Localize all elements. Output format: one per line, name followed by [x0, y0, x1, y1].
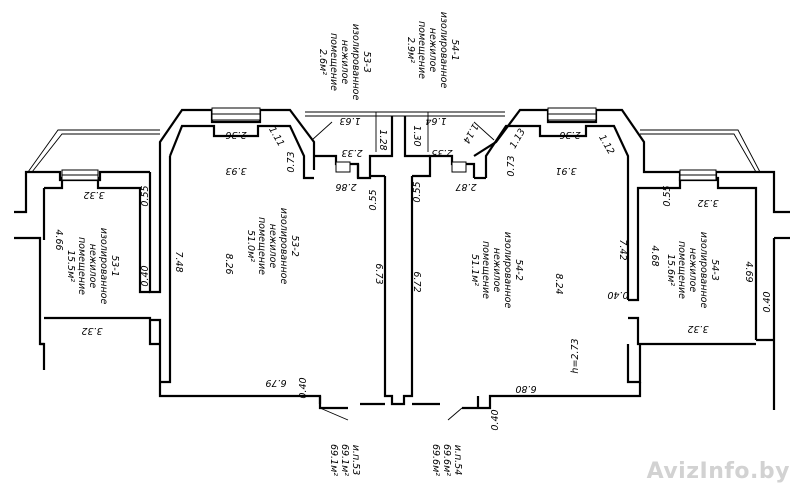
dim-0-40-a: 0.40	[140, 265, 151, 286]
ip53-area-1: 69.1м²	[339, 444, 350, 476]
dim-3-32-c: 3.32	[81, 325, 102, 336]
windows	[61, 107, 717, 181]
dim-ceiling-height: h=2.73	[570, 338, 581, 373]
dim-0-40-e: 0.40	[490, 409, 501, 430]
dim-4-66: 4.66	[53, 229, 64, 250]
room-54-3-kind: нежилое	[687, 248, 698, 293]
room-54-3-space: помещение	[676, 241, 687, 299]
room-54-3-type: изолированное	[698, 232, 709, 309]
room-54-1-space: помещение	[416, 21, 427, 79]
room-label-53-3: 53-3 изолированное нежилое помещение 2.6…	[317, 24, 372, 101]
dim-4-68: 4.68	[649, 245, 660, 266]
dim-2-36-right: 2.36	[559, 129, 580, 140]
room-label-54-1: 54-1 изолированное нежилое помещение 2.9…	[405, 12, 460, 89]
ip53-title: и.п.53	[350, 445, 361, 476]
room-53-1-type: изолированное	[98, 228, 109, 305]
dim-0-73-right: 0.73	[506, 155, 517, 176]
room-53-2-area: 51.0м²	[245, 230, 256, 262]
dim-7-42: 7.42	[617, 239, 628, 260]
dim-2-33: 2.33	[341, 147, 362, 158]
dim-1-63: 1.63	[339, 115, 360, 126]
room-54-3-number: 54-3	[709, 259, 720, 281]
facade-lines	[27, 111, 761, 173]
room-54-2-kind: нежилое	[491, 248, 502, 293]
room-53-3-area: 2.6м²	[317, 49, 328, 75]
dim-3-93: 3.93	[225, 165, 246, 176]
dim-1-28: 1.28	[377, 129, 388, 150]
dim-6-80: 6.80	[515, 383, 536, 394]
room-53-1-space: помещение	[76, 237, 87, 295]
room-53-2-kind: нежилое	[267, 224, 278, 269]
room-54-3-area: 15.6м²	[665, 254, 676, 286]
dim-0-55-b: 0.55	[368, 189, 379, 210]
dim-3-32-d: 3.32	[687, 323, 708, 334]
dim-1-13: 1.13	[508, 127, 528, 151]
dim-8-26: 8.26	[223, 253, 234, 274]
room-53-1-number: 53-1	[109, 255, 120, 277]
dim-2-36-left: 2.36	[225, 129, 246, 140]
dim-2-86: 2.86	[335, 181, 356, 192]
room-label-54-2: 54-2 изолированное нежилое помещение 51.…	[469, 232, 524, 309]
room-54-2-space: помещение	[480, 241, 491, 299]
dim-1-30: 1.30	[411, 125, 422, 146]
dim-3-32-a: 3.32	[83, 189, 104, 200]
room-54-1-area: 2.9м²	[405, 37, 416, 63]
room-53-1-area: 15.5м²	[65, 250, 76, 282]
room-label-54-3: 54-3 изолированное нежилое помещение 15.…	[665, 232, 720, 309]
room-54-1-kind: нежилое	[427, 28, 438, 73]
ip54-area-2: 69.6м²	[430, 444, 441, 476]
room-54-1-type: изолированное	[438, 12, 449, 89]
room-label-53-1: 53-1 изолированное нежилое помещение 15.…	[65, 228, 120, 305]
dim-3-32-b: 3.32	[697, 197, 718, 208]
dim-7-48: 7.48	[173, 251, 184, 272]
dim-1-11: 1.11	[266, 125, 286, 149]
dim-0-40-c: 0.40	[762, 291, 773, 312]
dim-0-40-b: 0.40	[607, 289, 628, 300]
dim-2-35: 2.35	[431, 147, 452, 158]
room-53-3-number: 53-3	[361, 51, 372, 73]
ip54-area-1: 69.6м²	[441, 444, 452, 476]
dim-0-73-left: 0.73	[286, 151, 297, 172]
ip54-title: и.п.54	[452, 445, 463, 476]
room-53-1-kind: нежилое	[87, 244, 98, 289]
room-53-3-type: изолированное	[350, 24, 361, 101]
dim-0-55-a: 0.55	[140, 185, 151, 206]
dim-1-64: 1.64	[425, 115, 446, 126]
room-53-3-kind: нежилое	[339, 40, 350, 85]
room-53-2-space: помещение	[256, 217, 267, 275]
room-53-2-number: 53-2	[289, 235, 300, 257]
walls	[14, 108, 790, 410]
label-ip53: и.п.53 69.1м² 69.1м²	[328, 444, 361, 476]
room-label-53-2: 53-2 изолированное нежилое помещение 51.…	[245, 208, 300, 285]
dim-0-55-d: 0.55	[662, 185, 673, 206]
dim-6-79: 6.79	[265, 377, 286, 388]
dimension-labels: 1.63 1.64 1.28 1.30 2.36 2.36 1.11 1.14 …	[53, 115, 773, 431]
room-53-2-type: изолированное	[278, 208, 289, 285]
ip53-area-2: 69.1м²	[328, 444, 339, 476]
dim-4-69: 4.69	[743, 261, 754, 282]
label-ip54: и.п.54 69.6м² 69.6м²	[430, 444, 463, 476]
room-54-2-type: изолированное	[502, 232, 513, 309]
room-54-2-area: 51.1м²	[469, 254, 480, 286]
dim-8-24: 8.24	[553, 273, 564, 294]
door-swings	[311, 112, 495, 421]
dim-1-12: 1.12	[596, 133, 616, 157]
room-54-1-number: 54-1	[449, 39, 460, 61]
dim-3-91: 3.91	[555, 165, 576, 176]
watermark-logo: AvizInfo.by	[646, 459, 790, 484]
dim-6-73: 6.73	[373, 263, 384, 284]
room-53-3-space: помещение	[328, 33, 339, 91]
room-54-2-number: 54-2	[513, 259, 524, 281]
dim-0-55-c: 0.55	[412, 181, 423, 202]
dim-1-14: 1.14	[460, 121, 480, 145]
dim-6-72: 6.72	[411, 271, 422, 292]
dim-0-40-d: 0.40	[298, 377, 309, 398]
dim-2-87: 2.87	[455, 181, 476, 192]
